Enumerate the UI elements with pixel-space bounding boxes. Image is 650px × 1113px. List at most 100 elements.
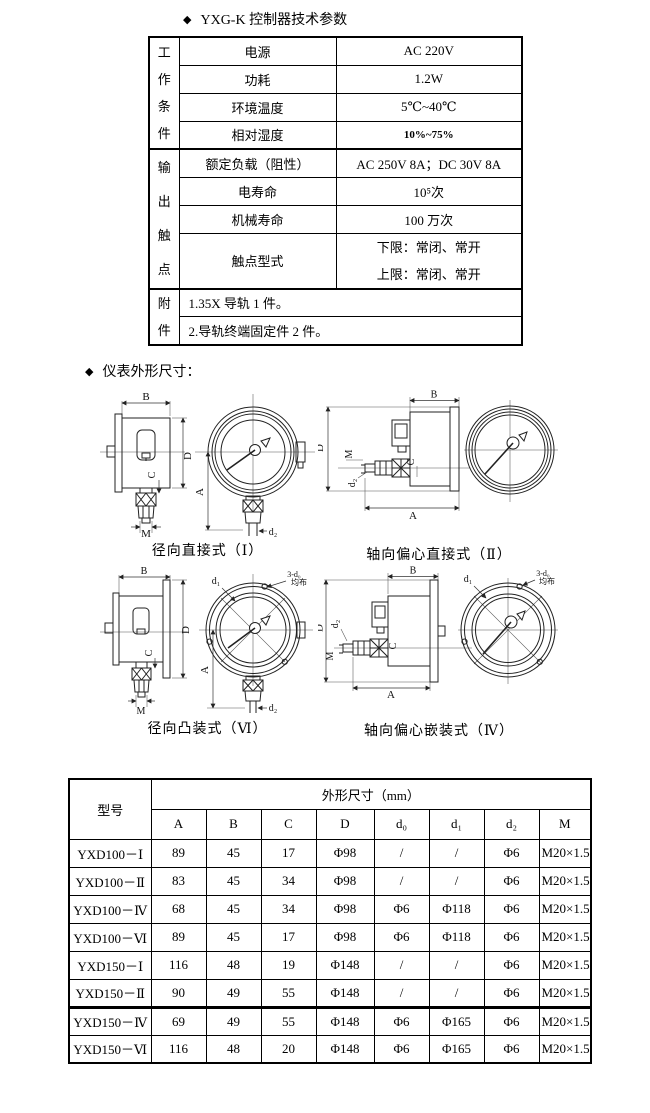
dim-label-d1: d₁ [464,574,473,585]
column-header: d₁ [428,808,485,840]
table-row: YXD150－Ⅳ 69 49 55 Φ148 Φ6 Φ165 Φ6 M20×1.… [68,1005,592,1036]
column-header-dimensions-group: 外形尺寸（mm） [150,778,592,810]
table-row: YXD100－Ⅳ 68 45 34 Φ98 Φ6 Φ118 Φ6 M20×1.5 [68,894,592,924]
dim-label-d2: d₂ [347,479,358,488]
value-cell: Φ98 [315,838,375,868]
value-cell: 45 [205,866,262,896]
value-cell: 45 [205,894,262,924]
value-cell: Φ98 [315,866,375,896]
figure-axial-eccentric-embedded: D B A M d₂ C d₁ 3-d₀ 均布 轴向偏心嵌装式（Ⅳ） [318,566,560,740]
value-cell: 49 [205,1005,262,1036]
dim-label-a: A [199,666,211,674]
value-cell: 49 [205,978,262,1008]
gauge-drawing-radial-protruding: B D C A M d₂ d₁ 3-d₀ 均布 [100,566,313,716]
spec-label: 机械寿命 [178,204,337,234]
value-cell: 34 [260,866,317,896]
value-cell: 17 [260,838,317,868]
value-cell: Φ6 [483,978,540,1008]
value-cell: 48 [205,1034,262,1064]
value-cell: 19 [260,950,317,980]
value-cell: M20×1.5 [538,866,592,896]
dim-label-a: A [387,689,395,701]
dim-label-d: D [318,624,326,632]
group-label: 附件 [157,295,171,338]
column-header: A [150,808,207,840]
value-cell: Φ6 [483,1034,540,1064]
table-row: 触点型式 下限：常闭、常开 上限：常闭、常开 [149,232,523,289]
value-cell: / [428,866,485,896]
gauge-drawing-axial-embedded: D B A M d₂ C d₁ 3-d₀ 均布 [318,566,558,701]
holes-note-2: 均布 [291,577,307,587]
value-cell: 17 [260,922,317,952]
value-cell: Φ148 [315,950,375,980]
model-cell: YXD150－Ⅵ [68,1034,152,1064]
model-cell: YXD150－Ⅳ [68,1005,152,1036]
contact-lower-limit: 下限：常闭、常开 [376,239,481,255]
value-cell: Φ6 [483,866,540,896]
figure-caption: 轴向偏心直接式（Ⅱ） [366,548,512,563]
pointer-counterweight [260,437,271,448]
model-cell: YXD100－Ⅰ [68,838,152,868]
group-cell-accessories: 附件 [148,287,180,345]
holes-note-2: 均布 [539,576,555,586]
table-row: 工作条件 电源 AC 220V [148,36,523,150]
value-cell: Φ6 [373,922,430,952]
dim-label-b: B [431,390,438,401]
spec-value: 10⁵次 [335,176,523,206]
value-cell: Φ6 [483,922,540,952]
pointer-counterweight [516,610,526,622]
gauge-drawing-radial-direct: B D C A M d₂ [100,391,315,538]
spec-table: 工作条件 电源 AC 220V 功耗 1.2W 环境温度 5℃~40℃ 相对湿度… [148,36,523,346]
dim-label-c: C [144,649,155,656]
table-row: YXD100－Ⅰ 89 45 17 Φ98 / / Φ6 M20×1.5 [68,838,592,868]
spec-label: 电寿命 [178,176,337,206]
holes-note: 3-d₀ [536,569,550,578]
value-cell: Φ148 [315,1034,375,1064]
value-cell: 20 [260,1034,317,1064]
table-row: 附件 1.35X 导轨 1 件。 [148,287,523,345]
value-cell: M20×1.5 [538,978,592,1008]
dim-label-m: M [137,706,146,716]
model-cell: YXD100－Ⅳ [68,894,152,924]
value-cell: 89 [150,922,207,952]
value-cell: M20×1.5 [538,950,592,980]
value-cell: Φ6 [373,1034,430,1064]
diamond-bullet-icon: ◆ [85,366,94,378]
spec-value: 10%~75% [335,120,523,150]
value-cell: 34 [260,894,317,924]
value-cell: / [373,950,430,980]
table-row: YXD100－Ⅵ 89 45 17 Φ98 Φ6 Φ118 Φ6 M20×1.5 [68,922,592,952]
dim-label-c: C [388,642,399,649]
spec-value: AC 250V 8A；DC 30V 8A [335,148,523,178]
figure-radial-direct: B D C A M d₂ 径向直接式（Ⅰ） [95,390,320,560]
spec-value: 下限：常闭、常开 上限：常闭、常开 [335,232,523,289]
table-row: 功耗 1.2W [149,64,523,94]
dim-label-d2: d₂ [269,703,278,714]
value-cell: M20×1.5 [538,1005,592,1036]
group-label: 输出触点 [157,159,171,277]
value-cell: / [428,838,485,868]
value-cell: 90 [150,978,207,1008]
group-cell-working-conditions: 工作条件 [148,36,180,150]
section-title-text: 仪表外形尺寸： [102,365,201,380]
spec-value: 100 万次 [335,204,523,234]
dim-label-a: A [194,488,206,496]
spec-label: 环境温度 [178,92,337,122]
value-cell: / [373,838,430,868]
spec-label: 相对湿度 [178,120,337,150]
dim-label-a: A [409,510,417,522]
value-cell: / [373,866,430,896]
value-cell: M20×1.5 [538,1034,592,1064]
spec-label: 电源 [178,36,337,66]
value-cell: Φ148 [315,978,375,1008]
column-header-model: 型号 [68,778,152,840]
contact-upper-limit: 上限：常闭、常开 [376,266,481,282]
spec-value: AC 220V [335,36,523,66]
value-cell: 89 [150,838,207,868]
gauge-drawing-axial-direct: D B A M d₂ C [318,390,558,522]
value-cell: 45 [205,922,262,952]
figure-caption: 径向直接式（Ⅰ） [151,544,264,559]
value-cell: M20×1.5 [538,894,592,924]
value-cell: M20×1.5 [538,922,592,952]
group-cell-output-contacts: 输出触点 [148,148,180,289]
